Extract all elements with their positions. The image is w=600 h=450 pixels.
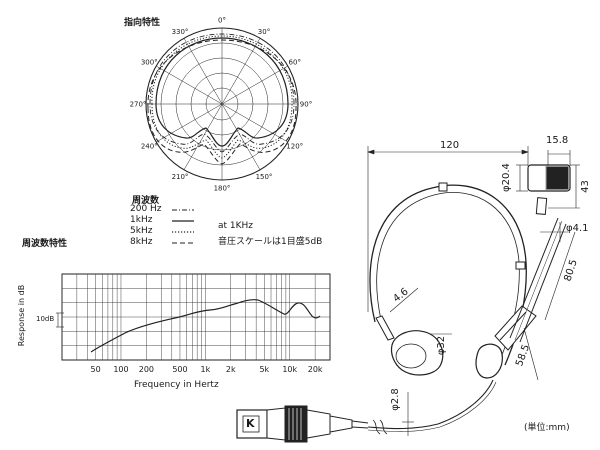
dim-mic-43: 43 (579, 180, 591, 193)
polar-spoke (221, 103, 288, 143)
polar-spoke (183, 103, 223, 170)
curve-200hz (149, 33, 295, 153)
frequency-tick-label: 1k (200, 365, 211, 374)
polar-spoke (183, 38, 223, 105)
unit-note: (単位:mm) (524, 423, 570, 433)
frequency-tick-label: 50 (90, 365, 101, 374)
polar-pattern (145, 27, 299, 181)
frequency-tick-label: 200 (138, 365, 155, 374)
legend-item-1khz: 1kHz (130, 215, 153, 225)
frequency-tick-label: 100 (113, 365, 129, 374)
legend-note-at: at 1KHz (218, 221, 254, 231)
polar-angle-label: 90° (300, 101, 312, 109)
polar-angle-label: 330° (172, 28, 189, 36)
polar-spoke (221, 103, 261, 170)
frequency-ylabel: Response in dB (17, 284, 27, 347)
polar-angle-label: 0° (218, 17, 226, 25)
polar-angle-label: 240° (141, 143, 158, 151)
polar-angle-labels: 0° 30° 60° 90° 120° 150° 180° 210° 240° 270° 300° 3… (130, 17, 313, 193)
legend-item-200hz: 200 Hz (130, 204, 162, 214)
dim-mic-15-8: 15.8 (546, 135, 569, 146)
frequency-tick-label: 2k (225, 365, 236, 374)
frequency-tick-label: 10k (282, 365, 298, 374)
response-curve (90, 299, 321, 353)
polar-spoke (221, 38, 261, 105)
legend-note-scale: 音圧スケールは1目盛5dB (218, 237, 323, 247)
polar-title: 指向特性 (124, 18, 161, 28)
polar-angle-label: 180° (214, 185, 231, 193)
polar-spoke (156, 65, 223, 105)
curve-1khz (155, 37, 289, 147)
headset-drawing (236, 164, 571, 443)
legend-lines (172, 209, 194, 244)
polar-angle-label: 30° (258, 28, 270, 36)
dim-mic-dia-20-4: φ20.4 (500, 163, 512, 192)
dimension-lines (367, 146, 580, 436)
frequency-tick-label: 500 (172, 365, 188, 374)
connector-logo: K (246, 417, 255, 430)
frequency-title: 周波数特性 (22, 239, 68, 249)
dim-pad-dia-32: φ32 (436, 335, 448, 356)
polar-angle-label: 120° (286, 143, 303, 151)
polar-angle-label: 210° (172, 173, 189, 181)
dim-cable-dia-2-8: φ2.8 (389, 388, 401, 411)
frequency-xlabel: Frequency in Hertz (134, 380, 219, 390)
frequency-chart (56, 273, 331, 361)
legend-item-8khz: 8kHz (130, 237, 153, 247)
curve-8khz (147, 39, 297, 165)
dim-width-120: 120 (440, 140, 460, 151)
frequency-tick-label: 20k (307, 365, 323, 374)
polar-spoke (156, 103, 223, 143)
polar-angle-label: 150° (256, 173, 273, 181)
dim-arm-dia-4-1: φ4.1 (566, 223, 589, 234)
polar-spoke (221, 65, 288, 105)
polar-angle-label: 60° (289, 59, 301, 67)
polar-angle-label: 270° (130, 101, 147, 109)
polar-angle-label: 300° (141, 59, 158, 67)
frequency-tick-label: 5k (259, 365, 270, 374)
frequency-scale-label: 10dB (36, 315, 55, 323)
legend-item-5khz: 5kHz (130, 226, 153, 236)
legend-title: 周波数 (132, 196, 160, 206)
